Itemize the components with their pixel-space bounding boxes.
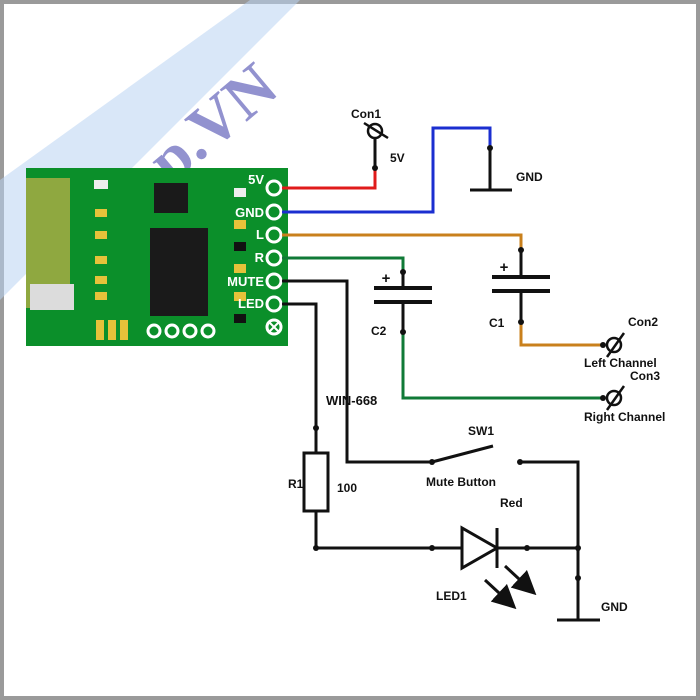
smd-part	[234, 292, 246, 301]
c2-label: C2	[371, 324, 387, 338]
smd-part	[95, 256, 107, 264]
wire-left-out	[519, 322, 603, 347]
con1-terminal	[363, 121, 389, 140]
smd-part	[234, 242, 246, 251]
r1-value: 100	[337, 481, 357, 495]
wire-left-in	[282, 233, 523, 250]
smd-part	[120, 320, 128, 340]
pin-pad-led	[265, 295, 283, 313]
con1-voltage: 5V	[390, 151, 405, 165]
pcb-hole	[182, 323, 198, 339]
con2-terminal	[605, 332, 626, 358]
smd-part	[95, 276, 107, 284]
c1-plus-sign: +	[500, 259, 509, 276]
wire-led	[282, 302, 318, 453]
smd-part	[234, 220, 246, 229]
con1-label: Con1	[351, 107, 381, 121]
c1-label: C1	[489, 316, 505, 330]
left-channel-label: Left Channel	[584, 356, 657, 370]
led1-label: LED1	[436, 589, 467, 603]
wire-r1-to-led	[314, 511, 462, 550]
pin-pad-r	[265, 249, 283, 267]
smd-part	[234, 188, 246, 197]
pin-label-l: L	[256, 227, 264, 242]
main-chip	[150, 228, 208, 316]
wire-gnd	[282, 126, 492, 214]
wire-right-out	[401, 332, 603, 400]
pin-label-led: LED	[238, 296, 264, 311]
con2-label: Con2	[628, 315, 658, 329]
led1-emission-arrow	[503, 564, 537, 596]
r1-label: R1	[288, 477, 304, 491]
smd-part	[108, 320, 116, 340]
mute-button-label: Mute Button	[426, 475, 496, 489]
led1-diode	[460, 525, 501, 571]
gnd-bottom-label: GND	[601, 600, 628, 614]
small-chip	[154, 183, 188, 213]
smd-part	[234, 314, 246, 323]
pin-label-5v: 5V	[248, 172, 264, 187]
pin-label-mute: MUTE	[227, 274, 264, 289]
smd-part	[95, 292, 107, 300]
wire-right-in	[282, 256, 405, 272]
led-color-label: Red	[500, 496, 523, 510]
right-channel-label: Right Channel	[584, 410, 665, 424]
led1-emission-arrow	[483, 578, 517, 610]
pin-pad-unused	[265, 318, 283, 336]
smd-part	[96, 320, 104, 340]
pin-pad-l	[265, 226, 283, 244]
pin-pad-5v	[265, 179, 283, 197]
pcb-hole	[164, 323, 180, 339]
sw1-label: SW1	[468, 424, 494, 438]
module-name: WIN-668	[326, 393, 377, 408]
pin-pad-gnd	[265, 203, 283, 221]
pin-pad-mute	[265, 272, 283, 290]
c2-plus-sign: +	[382, 270, 391, 287]
wire-5v	[282, 168, 377, 190]
smd-part	[95, 209, 107, 217]
module-pcb: 5V GND L R MUTE LED	[26, 168, 288, 346]
con3-label: Con3	[630, 369, 660, 383]
pcb-hole	[146, 323, 162, 339]
smd-part	[95, 231, 107, 239]
smd-part	[94, 180, 108, 189]
pcb-connector	[30, 284, 74, 310]
wire-switch-to-gnd	[520, 460, 580, 620]
gnd-top-label: GND	[516, 170, 543, 184]
pin-label-r: R	[255, 250, 265, 265]
smd-part	[234, 264, 246, 273]
wire-mute	[282, 279, 432, 464]
r1-resistor	[302, 451, 330, 513]
pin-label-gnd: GND	[235, 205, 264, 220]
con3-terminal	[605, 385, 626, 411]
pcb-hole	[200, 323, 216, 339]
sw1-switch	[429, 444, 523, 465]
junction-dots	[313, 145, 606, 581]
